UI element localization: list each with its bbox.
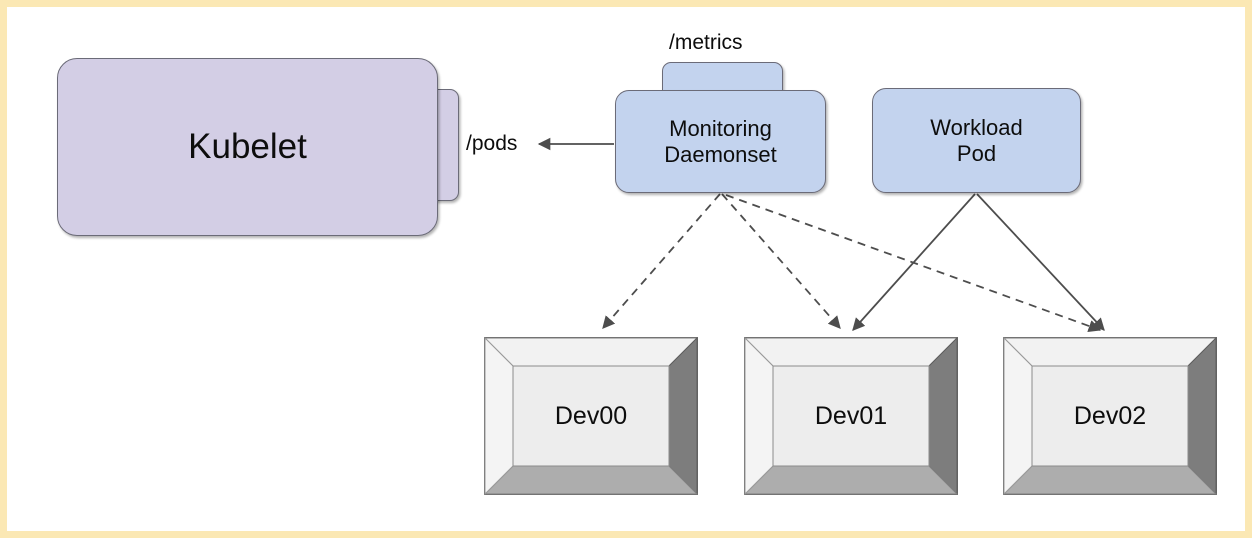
device-cube-icon bbox=[744, 337, 958, 495]
node-device-dev00[interactable]: Dev00 bbox=[484, 337, 698, 495]
node-kubelet[interactable]: Kubelet bbox=[57, 58, 438, 236]
edge-label-metrics: /metrics bbox=[669, 31, 743, 54]
monitoring-daemonset-label-line1: Monitoring bbox=[669, 116, 772, 142]
node-monitoring-daemonset[interactable]: Monitoring Daemonset bbox=[615, 90, 826, 193]
kubelet-label: Kubelet bbox=[188, 127, 307, 167]
device-cube-icon bbox=[484, 337, 698, 495]
edge-monitoring-to-dev01 bbox=[721, 193, 841, 329]
node-device-dev01[interactable]: Dev01 bbox=[744, 337, 958, 495]
edge-workload-to-dev01 bbox=[852, 193, 976, 331]
node-workload-pod[interactable]: Workload Pod bbox=[872, 88, 1081, 193]
workload-pod-label-line1: Workload bbox=[930, 115, 1023, 141]
edge-label-pods: /pods bbox=[466, 132, 518, 155]
monitoring-daemonset-label: Monitoring Daemonset bbox=[664, 116, 777, 166]
edge-monitoring-to-dev00 bbox=[602, 193, 721, 329]
workload-pod-label: Workload Pod bbox=[930, 115, 1023, 165]
edge-workload-to-dev02 bbox=[976, 193, 1105, 331]
monitoring-daemonset-label-line2: Daemonset bbox=[664, 141, 777, 167]
device-cube-icon bbox=[1003, 337, 1217, 495]
workload-pod-label-line2: Pod bbox=[956, 140, 997, 166]
node-device-dev02[interactable]: Dev02 bbox=[1003, 337, 1217, 495]
